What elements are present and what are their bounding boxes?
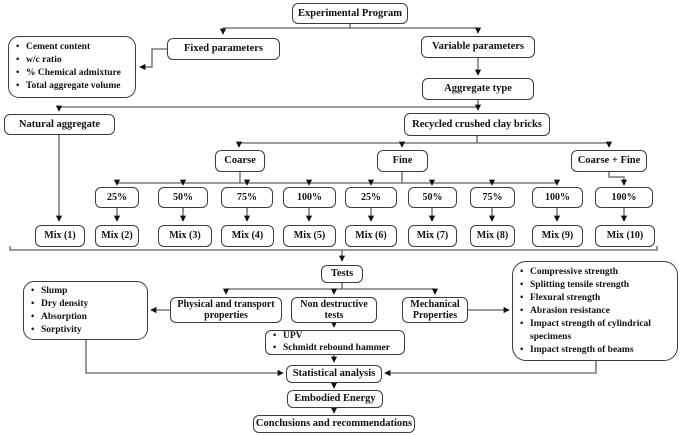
- mix-box-1: Mix (1): [35, 225, 85, 247]
- percent-box-fine-50: 50%: [408, 187, 457, 208]
- list-item: Abrasion resistance: [515, 305, 673, 318]
- list-item: Absorption: [26, 311, 88, 324]
- mechanical-tests-list: Compressive strength Splitting tensile s…: [512, 261, 678, 361]
- non-destructive-tests-list: UPV Schmidt rebound hammer: [265, 330, 405, 355]
- list-item: UPV: [268, 331, 390, 343]
- percent-box-coarse-75: 75%: [221, 187, 273, 208]
- physical-transport-box: Physical and transport properties: [170, 297, 282, 323]
- percent-box-fine-100: 100%: [532, 187, 583, 208]
- tests-box: Tests: [321, 265, 363, 283]
- mix-box-7: Mix (7): [408, 225, 457, 247]
- percent-box-coarse-25: 25%: [95, 187, 139, 208]
- fixed-parameters-box: Fixed parameters: [167, 38, 280, 60]
- experimental-program-box: Experimental Program: [292, 3, 408, 24]
- list-item: Cement content: [11, 41, 121, 54]
- embodied-energy-box: Embodied Energy: [287, 390, 383, 408]
- list-item: % Chemical admixture: [11, 67, 121, 80]
- variable-parameters-box: Variable parameters: [421, 36, 535, 58]
- percent-box-fine-25: 25%: [345, 187, 397, 208]
- recycled-bricks-box: Recycled crushed clay bricks: [404, 113, 550, 136]
- aggregate-type-box: Aggregate type: [422, 78, 534, 100]
- statistical-analysis-box: Statistical analysis: [286, 365, 382, 383]
- mix-box-10: Mix (10): [595, 225, 655, 247]
- mix-box-8: Mix (8): [470, 225, 515, 247]
- coarse-box: Coarse: [215, 150, 265, 172]
- coarse-fine-box: Coarse + Fine: [571, 150, 647, 172]
- non-destructive-box: Non destructive tests: [291, 297, 377, 323]
- list-item: w/c ratio: [11, 54, 121, 67]
- mix-box-9: Mix (9): [532, 225, 583, 247]
- mix-box-5: Mix (5): [283, 225, 336, 247]
- physical-properties-list: Slump Dry density Absorption Sorptivity: [23, 281, 148, 340]
- list-item: Impact strength of cylindrical specimens: [515, 318, 673, 344]
- mix-box-3: Mix (3): [158, 225, 212, 247]
- percent-box-fine-75: 75%: [470, 187, 515, 208]
- list-item: Sorptivity: [26, 324, 88, 337]
- mix-box-2: Mix (2): [95, 225, 139, 247]
- mix-box-4: Mix (4): [221, 225, 274, 247]
- list-item: Schmidt rebound hammer: [268, 343, 390, 355]
- list-item: Slump: [26, 285, 88, 298]
- mix-box-6: Mix (6): [345, 225, 397, 247]
- fixed-parameters-list: Cement content w/c ratio % Chemical admi…: [8, 36, 136, 98]
- percent-box-coarsefine-100: 100%: [595, 187, 653, 208]
- list-item: Dry density: [26, 298, 88, 311]
- list-item: Flexural strength: [515, 292, 673, 305]
- list-item: Total aggregate volume: [11, 80, 121, 93]
- mechanical-properties-box: Mechanical Properties: [402, 297, 468, 323]
- list-item: Splitting tensile strength: [515, 279, 673, 292]
- list-item: Compressive strength: [515, 266, 673, 279]
- percent-box-coarse-100: 100%: [283, 187, 336, 208]
- fine-box: Fine: [377, 150, 428, 172]
- conclusions-box: Conclusions and recommendations: [253, 415, 415, 433]
- list-item: Impact strength of beams: [515, 344, 673, 357]
- percent-box-coarse-50: 50%: [158, 187, 208, 208]
- natural-aggregate-box: Natural aggregate: [4, 114, 115, 135]
